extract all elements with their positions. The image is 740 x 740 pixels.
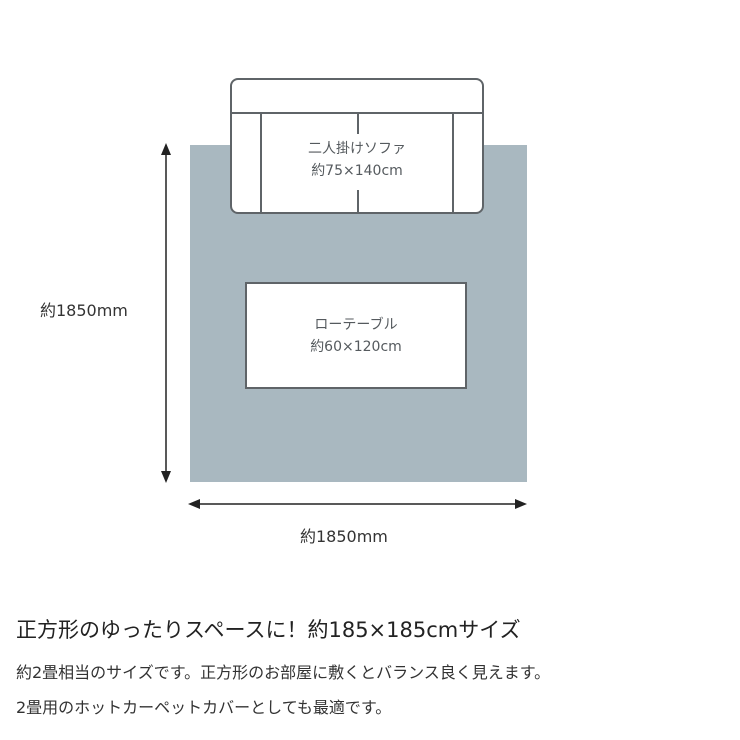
sofa-left-armrest [260,112,262,212]
sofa-cushion-seam-bottom [357,190,359,212]
vertical-arrow-up-icon [161,143,171,155]
vertical-arrow-down-icon [161,471,171,483]
horizontal-arrow-right-icon [515,499,527,509]
description-heading: 正方形のゆったりスペースに！約185×185cmサイズ [16,618,521,642]
layout-diagram: 二人掛けソファ 約75×140cm ローテーブル 約60×120cm 約1850… [40,78,527,546]
low-table: ローテーブル 約60×120cm [245,282,467,389]
sofa-right-armrest [452,112,454,212]
table-size: 約60×120cm [310,339,402,355]
sofa-cushion-seam-top [357,112,359,134]
horizontal-arrow-left-icon [188,499,200,509]
table-label: ローテーブル 約60×120cm [247,314,465,358]
dimension-arrows [161,143,527,509]
description-line-2: 2畳用のホットカーペットカバーとしても最適です。 [16,698,392,717]
sofa: 二人掛けソファ 約75×140cm [230,78,484,214]
sofa-size: 約75×140cm [311,163,403,179]
height-dimension-label: 約1850mm [40,301,128,320]
width-dimension-label: 約1850mm [300,527,388,546]
sofa-label: 二人掛けソファ 約75×140cm [232,138,482,182]
sofa-name: 二人掛けソファ [308,141,406,157]
table-name: ローテーブル [314,317,398,333]
description-line-1: 約2畳相当のサイズです。正方形のお部屋に敷くとバランス良く見えます。 [16,663,551,682]
